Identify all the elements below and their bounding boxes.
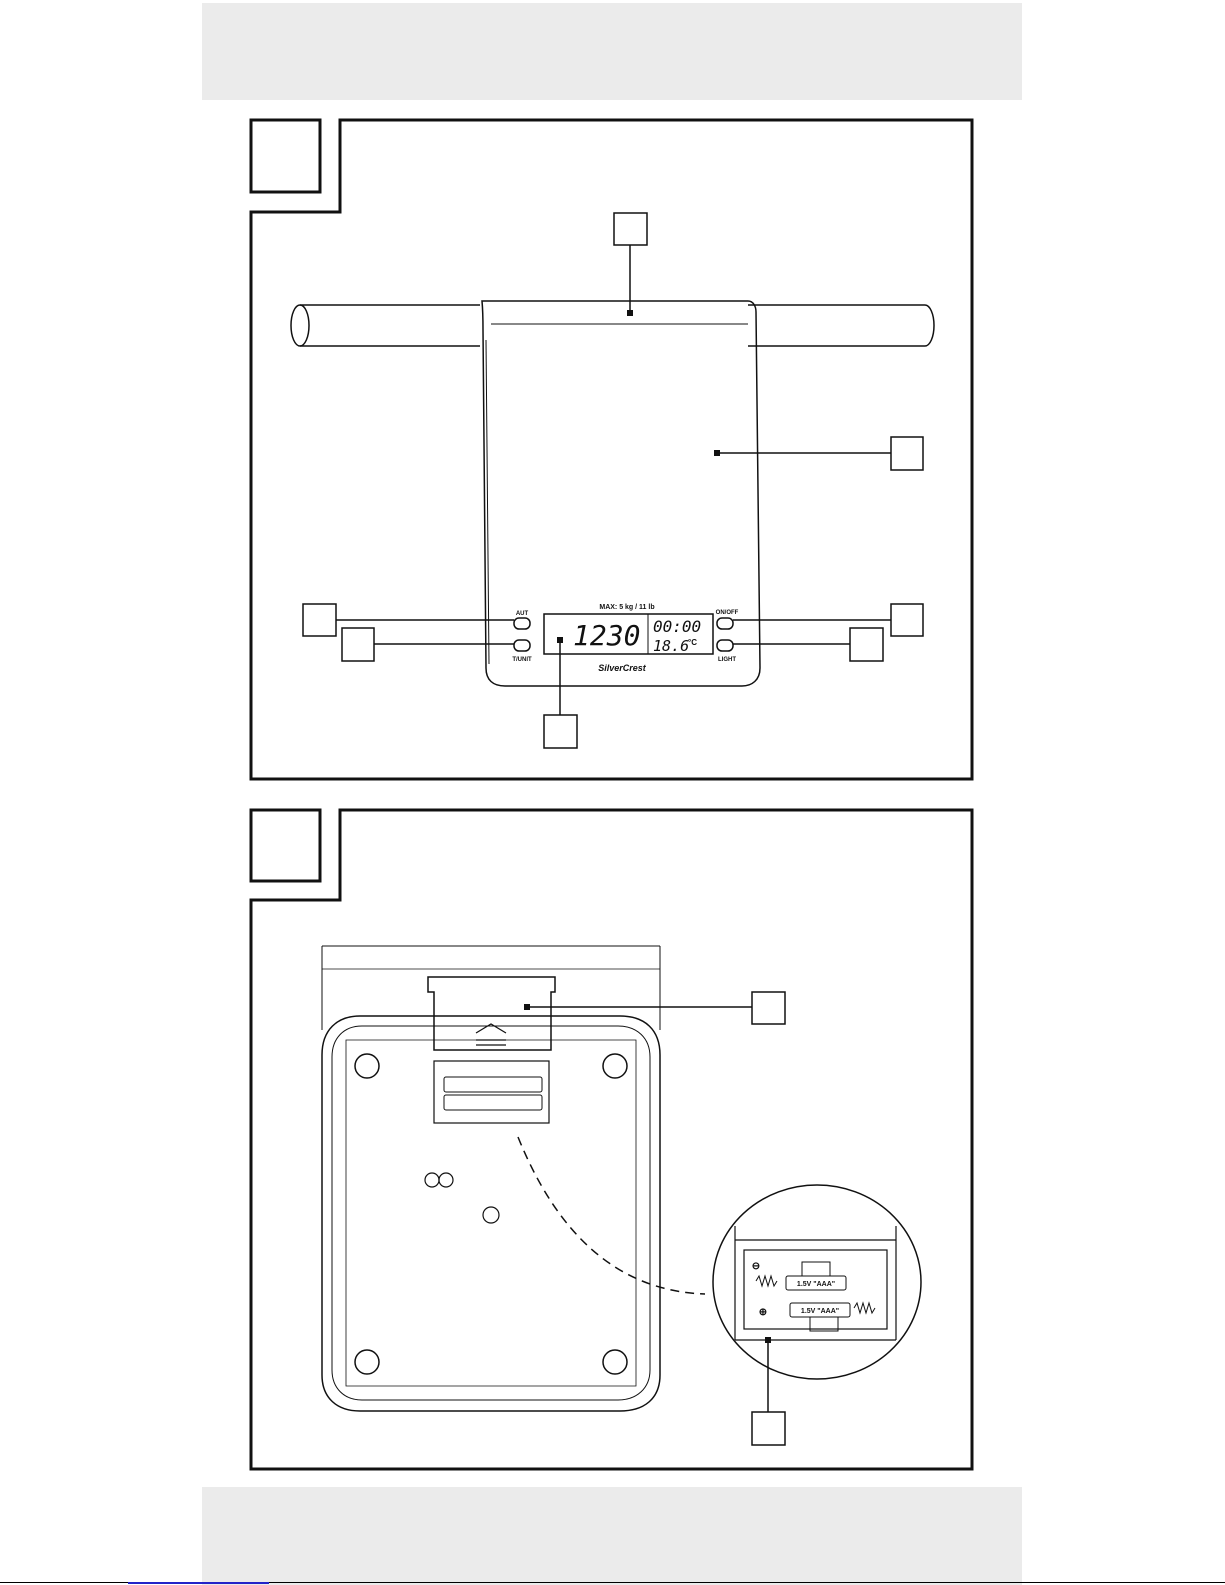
scale-top-view: MAX: 5 kg / 11 lb SilverCrest 1230 00:00… xyxy=(291,301,934,686)
screw-right xyxy=(439,1173,453,1187)
bar-left-end xyxy=(291,305,309,346)
figure-number-box-top xyxy=(251,120,320,192)
lcd-time-reading: 00:00 xyxy=(653,617,701,636)
battery-upper-label: 1.5V "AAA" xyxy=(797,1281,835,1288)
battery-clip-top xyxy=(802,1262,830,1276)
callout-box-tare xyxy=(303,604,336,636)
max-capacity-label: MAX: 5 kg / 11 lb xyxy=(599,604,654,611)
lcd-temperature-unit: °C xyxy=(688,638,697,647)
rear-top-rim xyxy=(322,946,660,1030)
foot-bottom-left xyxy=(355,1350,379,1374)
power-button[interactable] xyxy=(717,618,733,629)
leader-dot-lid xyxy=(524,1004,530,1010)
leader-dot-plate xyxy=(714,450,720,456)
callout-box-unit xyxy=(342,628,374,661)
figure-frame-top xyxy=(251,120,972,779)
leader-dot-compartment xyxy=(765,1337,771,1343)
scale-rear-view xyxy=(322,946,660,1411)
screw-left xyxy=(425,1173,439,1187)
lcd-main-reading: 1230 xyxy=(573,619,640,652)
figure-number-box-bottom xyxy=(251,810,320,881)
unit-button[interactable] xyxy=(514,640,530,651)
leader-dot-display xyxy=(557,637,563,643)
bar-right-section xyxy=(748,305,925,346)
brand-label: SilverCrest xyxy=(598,663,647,673)
battery-lid[interactable] xyxy=(428,977,555,1050)
lcd-temperature-reading: 18.6 xyxy=(653,637,689,655)
callout-box-power xyxy=(891,604,923,636)
body-inner-edge xyxy=(486,340,489,664)
callout-box-display xyxy=(544,715,577,748)
unit-button-label: T/UNIT xyxy=(512,657,532,663)
spring-upper xyxy=(756,1276,777,1286)
bar-right-end xyxy=(925,305,934,346)
tare-button[interactable] xyxy=(514,618,530,629)
foot-bottom-right xyxy=(603,1350,627,1374)
light-button-label: LIGHT xyxy=(718,657,736,663)
light-button[interactable] xyxy=(717,640,733,651)
callout-box-compartment xyxy=(752,1412,785,1445)
bar-left-section xyxy=(300,305,480,346)
battery-plus-symbol: ⊕ xyxy=(759,1307,767,1318)
battery-magnifier: 1.5V "AAA" 1.5V "AAA" ⊖ ⊕ xyxy=(518,1137,921,1379)
rear-hole xyxy=(483,1207,499,1223)
callout-box-lid xyxy=(752,992,785,1024)
power-button-label: ON/OFF xyxy=(716,610,739,616)
spring-lower xyxy=(854,1303,875,1313)
magnifier-dashed-connector xyxy=(518,1137,705,1294)
battery-minus-symbol: ⊖ xyxy=(752,1261,760,1272)
foot-top-right xyxy=(603,1054,627,1078)
rear-base-inner xyxy=(332,1026,650,1400)
foot-top-left xyxy=(355,1054,379,1078)
callout-box-plate xyxy=(891,437,923,470)
battery-lower-label: 1.5V "AAA" xyxy=(801,1308,839,1315)
callout-box-hook xyxy=(614,213,647,245)
leader-dot-hook xyxy=(627,310,633,316)
tare-button-label: AUT xyxy=(516,611,529,617)
battery-small-lower xyxy=(444,1095,542,1110)
lid-arrow-icon xyxy=(476,1024,506,1045)
battery-small-upper xyxy=(444,1077,542,1092)
callout-box-light xyxy=(850,628,883,661)
